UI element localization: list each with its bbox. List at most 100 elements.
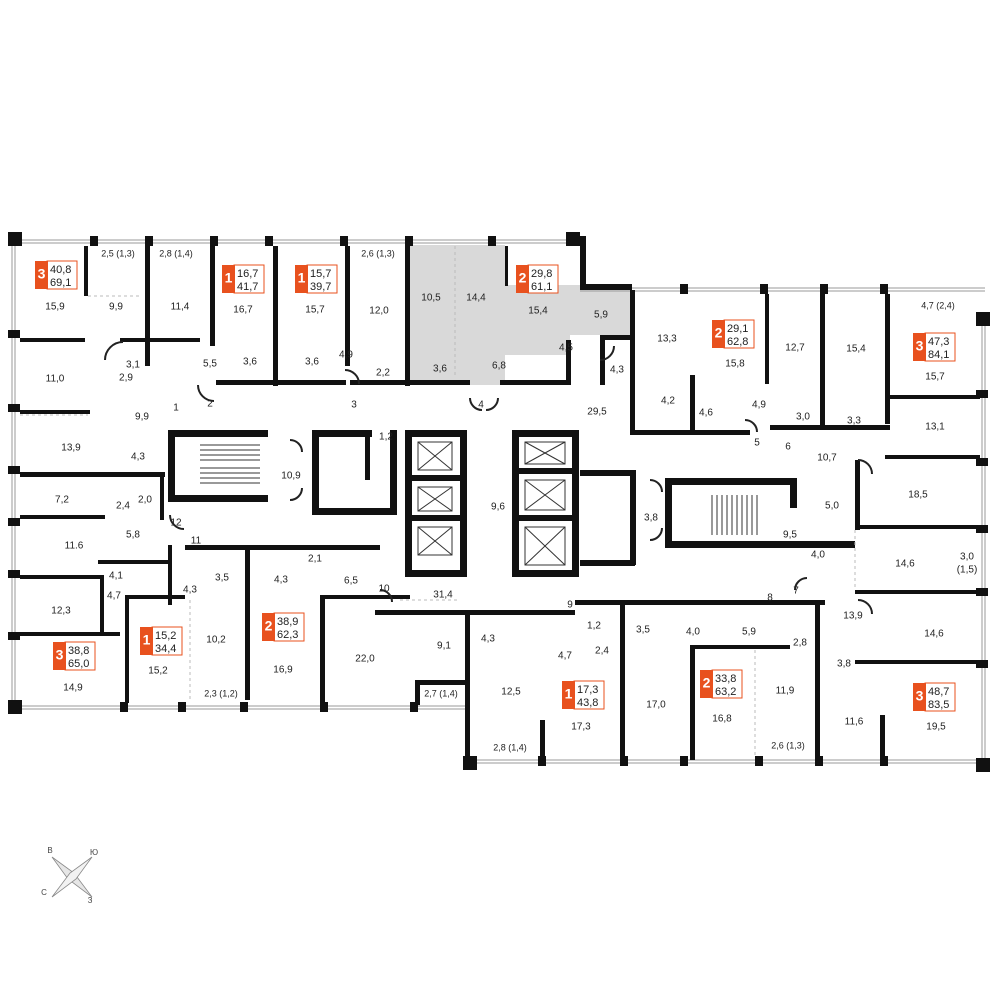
room-area-label: 11.6 [65, 541, 84, 552]
room-area-label: 10,5 [421, 293, 441, 304]
room-area-label: 9,6 [491, 502, 505, 513]
room-area-label: 6,5 [344, 576, 358, 587]
staircase-1 [200, 444, 260, 484]
room-area-label: 15,7 [925, 372, 945, 383]
compass-south: З [88, 896, 93, 905]
apartment-rooms-badge [222, 265, 235, 293]
apartment-tag-frame [151, 626, 183, 656]
room-area-label: 1,2 [587, 621, 601, 632]
room-area-label: 12 [170, 518, 182, 529]
room-area-label: 16,7 [233, 305, 253, 316]
apartment-rooms-badge [295, 265, 308, 293]
apartment-rooms-count: 3 [38, 266, 46, 282]
apartment-living-area: 40,8 [50, 264, 71, 276]
compass: В Ю З С [41, 846, 98, 905]
apartment-total-area: 34,4 [155, 643, 176, 655]
room-area-label: 12,7 [785, 343, 805, 354]
room-area-label: 3,0 [796, 412, 810, 423]
apartment-total-area: 65,0 [68, 658, 89, 670]
room-area-label: 16,8 [712, 714, 732, 725]
room-area-label: 3,0 [960, 552, 974, 563]
apartment-rooms-badge [53, 642, 66, 670]
room-area-label: 3,1 [126, 360, 140, 371]
room-area-label: 13,1 [925, 422, 945, 433]
room-area-label: 15,4 [846, 344, 866, 355]
room-area-label: 1 [173, 403, 179, 414]
room-area-label: 2,5 (1,3) [101, 248, 135, 258]
room-area-label: 3,5 [636, 625, 650, 636]
room-area-label: 4,0 [811, 550, 825, 561]
apartment-living-area: 17,3 [577, 684, 598, 696]
apartment-rooms-count: 2 [519, 270, 527, 286]
compass-east: Ю [90, 848, 98, 857]
room-area-label: 4,3 [610, 365, 624, 376]
room-area-label: 29,5 [587, 407, 607, 418]
room-area-label: 11,0 [46, 374, 65, 385]
room-area-label: 3,6 [433, 364, 447, 375]
room-area-label: 14,9 [63, 683, 83, 694]
apartment-living-area: 15,2 [155, 630, 176, 642]
room-area-label: 13,9 [843, 611, 863, 622]
apartment-rooms-count: 1 [565, 686, 573, 702]
room-area-label: 2,7 (1,4) [424, 688, 458, 698]
apartment-rooms-badge [913, 683, 926, 711]
apartment-tag[interactable]: 1 15,234,4 [140, 626, 183, 656]
room-area-label: 3,8 [644, 513, 658, 524]
apartment-tag[interactable]: 1 17,343,8 [562, 680, 605, 710]
room-area-label: 4,3 [131, 452, 145, 463]
room-area-label: 5,9 [742, 627, 756, 638]
room-area-label: 2,1 [308, 554, 322, 565]
room-area-label: 9,9 [135, 412, 149, 423]
apartment-rooms-badge [712, 320, 725, 348]
apartment-rooms-badge [700, 670, 713, 698]
room-area-label: 10 [378, 584, 390, 595]
room-area-label: 5,5 [203, 359, 217, 370]
apartment-tag[interactable]: 1 16,741,7 [222, 264, 265, 294]
room-area-label: 10,2 [206, 635, 226, 646]
room-area-label: 15,7 [305, 305, 325, 316]
room-area-label: 2,8 [793, 638, 807, 649]
apartment-rooms-count: 3 [916, 688, 924, 704]
apartment-rooms-badge [562, 681, 575, 709]
room-area-label: 10,7 [817, 453, 837, 464]
room-area-label: 3,3 [847, 416, 861, 427]
room-area-label: 2,3 (1,2) [204, 688, 238, 698]
apartment-total-area: 43,8 [577, 697, 598, 709]
apartment-total-area: 41,7 [237, 281, 258, 293]
room-area-label: 11,9 [776, 686, 795, 697]
apartment-rooms-count: 3 [916, 338, 924, 354]
room-area-label: 13,3 [657, 334, 677, 345]
apartment-total-area: 62,3 [277, 629, 298, 641]
room-area-label: 5,8 [126, 530, 140, 541]
room-area-label: 14,6 [895, 559, 915, 570]
apartment-tag-frame [233, 264, 265, 294]
room-area-label: 9,9 [109, 302, 123, 313]
room-area-label: 2,2 [376, 368, 390, 379]
room-area-label: 3,8 [837, 659, 851, 670]
window-bands [11, 239, 986, 765]
apartment-rooms-count: 1 [225, 270, 233, 286]
apartment-total-area: 61,1 [531, 281, 552, 293]
apartment-rooms-count: 3 [56, 647, 64, 663]
compass-west: С [41, 888, 47, 897]
apartment-rooms-count: 2 [715, 325, 723, 341]
apartment-rooms-count: 1 [143, 632, 151, 648]
room-area-label: 10,9 [281, 471, 301, 482]
apartment-living-area: 16,7 [237, 268, 258, 280]
room-area-label: 4,9 [339, 350, 353, 361]
apartment-rooms-badge [262, 613, 275, 641]
apartment-living-area: 15,7 [310, 268, 331, 280]
highlighted-apartment-area[interactable] [410, 245, 632, 385]
apartment-living-area: 29,1 [727, 323, 748, 335]
room-area-label: 15,2 [148, 666, 168, 677]
room-area-label: 3,6 [243, 357, 257, 368]
